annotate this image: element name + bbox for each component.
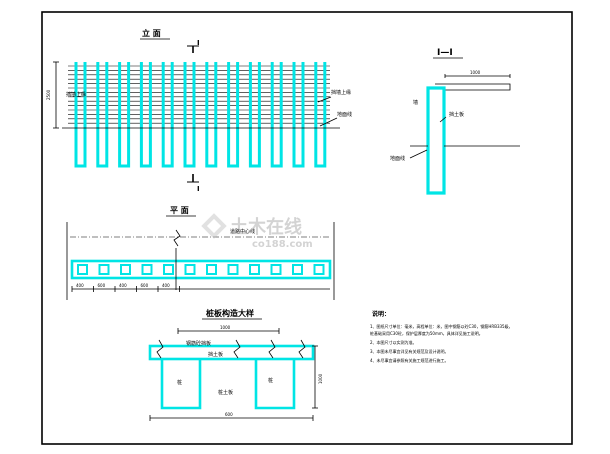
notes-item-1b: 桩基础采用C30砼，保护层厚度为50mm，具体详见施工说明。 xyxy=(370,330,483,336)
elevation-pile xyxy=(74,62,87,168)
ground-line-label: 地面线 xyxy=(337,111,352,118)
elevation-pile xyxy=(96,62,109,168)
section-mark-top: I xyxy=(197,39,200,47)
notes-heading: 说明： xyxy=(372,310,390,318)
elevation-pile xyxy=(270,62,283,168)
plan-cells xyxy=(77,264,325,275)
plan-view: 平 面 道路中心线 400 600 400 600 400 xyxy=(66,206,335,300)
elev-left-label: 挡墙上缘 xyxy=(66,91,86,98)
elev-left-dim: 2500 xyxy=(46,89,51,100)
elevation-hatch xyxy=(68,65,330,124)
elevation-pile xyxy=(248,62,261,168)
section-left-label: 墙 xyxy=(413,99,418,106)
plan-cell xyxy=(227,264,239,275)
section-right-label: 挡土板 xyxy=(449,111,464,118)
detail-title: 桩板构造大样 xyxy=(206,308,254,318)
elev-right-label: 挡墙上缘 xyxy=(331,89,351,96)
detail-top-dim: 1000 xyxy=(220,325,231,330)
section-view: I—I 1000 墙 挡土板 地面线 xyxy=(390,48,520,195)
detail-pile-right-label: 桩 xyxy=(268,377,273,384)
plan-cell xyxy=(77,264,88,275)
elevation-pile xyxy=(314,62,327,168)
detail-view: 桩板构造大样 1000 钢筋砼挡板 挡土板 桩 桩 桩土板 1000 600 xyxy=(148,308,323,421)
plan-dim-label: 400 xyxy=(76,283,84,288)
elevation-title: 立 面 xyxy=(142,28,161,38)
elevation-pile xyxy=(161,62,174,168)
plan-cell xyxy=(292,264,303,275)
elevation-pile xyxy=(227,62,240,168)
notes-item-1: 1、图纸尺寸单位：毫米，高程单位：米，图中钢筋以砼C30，钢筋HRB335级， xyxy=(370,323,513,329)
watermark-en: co188.com xyxy=(252,239,313,250)
notes-item-4: 4、未尽事宜请参照有关施工规范进行施工。 xyxy=(370,357,449,363)
detail-top-mid-label: 挡土板 xyxy=(208,351,223,358)
elevation-pile xyxy=(118,62,131,168)
plan-cell xyxy=(98,264,110,275)
plan-cell xyxy=(141,264,153,275)
plan-dim-label: 600 xyxy=(98,283,106,288)
plan-strip xyxy=(70,259,332,280)
plan-cell xyxy=(270,264,282,275)
elevation-pile xyxy=(139,62,152,168)
plan-cell xyxy=(163,264,174,275)
sheet-border xyxy=(41,11,573,445)
plan-cell xyxy=(249,264,260,275)
plan-dimensions: 400 600 400 600 400 xyxy=(71,283,180,292)
notes-item-2: 2、本图尺寸以实测为准。 xyxy=(370,339,417,345)
detail-pile-right xyxy=(254,359,296,410)
detail-slab xyxy=(148,344,315,361)
plan-dim-label: 400 xyxy=(162,283,170,288)
detail-right-dim: 1000 xyxy=(318,373,323,384)
plan-dim-label: 400 xyxy=(119,283,127,288)
detail-pile-left xyxy=(160,359,202,410)
section-ground-label: 地面线 xyxy=(390,155,405,162)
elevation-pile xyxy=(205,62,218,168)
plan-line-label: 道路中心线 xyxy=(230,228,255,235)
watermark-cn: 土木在线 xyxy=(230,216,302,238)
elevation-piles xyxy=(74,62,327,168)
detail-top-left-label: 钢筋砼挡板 xyxy=(186,340,211,347)
section-mark-bottom: I xyxy=(197,185,200,193)
plan-title: 平 面 xyxy=(170,206,189,215)
elevation-pile xyxy=(292,62,305,168)
section-title: I—I xyxy=(437,48,453,58)
plan-cell xyxy=(313,264,325,275)
elevation-pile xyxy=(183,62,196,168)
detail-pile-left-label: 桩 xyxy=(177,379,182,386)
watermark-logo-icon xyxy=(201,213,227,239)
section-top-dim: 1000 xyxy=(470,70,481,75)
notes-item-3: 3、本图未尽事宜详见有关规范及设计说明。 xyxy=(370,348,449,354)
notes-block: 说明： 1、图纸尺寸单位：毫米，高程单位：米，图中钢筋以砼C30，钢筋HRB33… xyxy=(370,310,513,363)
watermark: 土木在线 co188.com xyxy=(201,213,313,250)
plan-cell xyxy=(206,264,217,275)
plan-cell xyxy=(184,264,196,275)
elevation-view: 立 面 I I 2500 挡墙上缘 挡墙上缘 地面线 xyxy=(46,28,352,193)
plan-cell xyxy=(120,264,131,275)
detail-bottom-dim: 600 xyxy=(225,412,233,417)
plan-dim-label: 600 xyxy=(141,283,149,288)
detail-bottom-label: 桩土板 xyxy=(218,389,233,396)
section-wall xyxy=(426,86,446,195)
